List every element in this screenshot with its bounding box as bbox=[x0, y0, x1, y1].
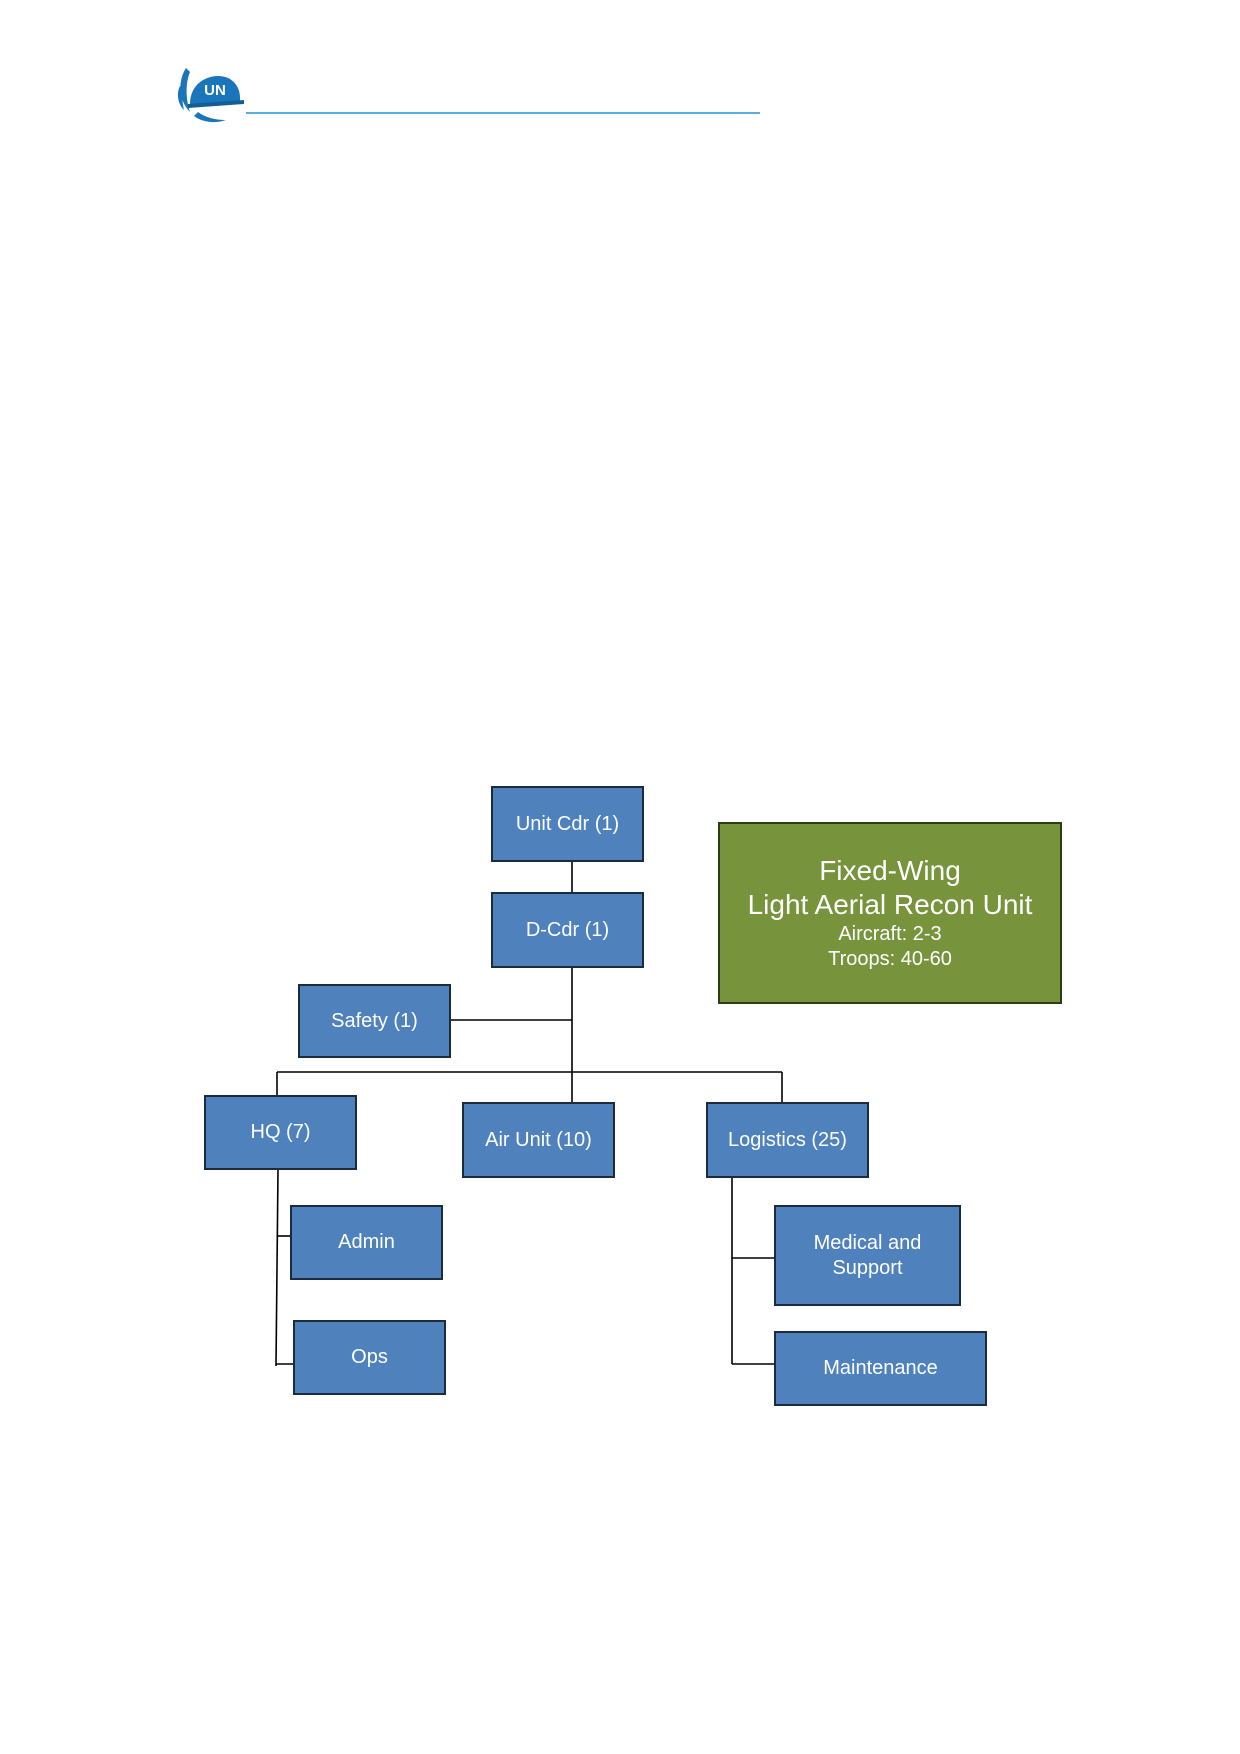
un-logo: UN bbox=[177, 68, 244, 123]
unit-troops-count: Troops: 40-60 bbox=[828, 948, 952, 970]
node-logistics: Logistics (25) bbox=[706, 1102, 869, 1178]
unit-title-line2: Light Aerial Recon Unit bbox=[747, 889, 1033, 920]
unit-aircraft-count: Aircraft: 2-3 bbox=[838, 923, 942, 945]
helmet-icon bbox=[188, 76, 244, 108]
node-hq: HQ (7) bbox=[204, 1095, 357, 1170]
node-air-unit: Air Unit (10) bbox=[462, 1102, 615, 1178]
node-medical-support: Medical and Support bbox=[774, 1205, 961, 1306]
node-unit-cdr: Unit Cdr (1) bbox=[491, 786, 644, 862]
connector-hq-children bbox=[275, 1169, 279, 1367]
unit-title-box: Fixed-Wing Light Aerial Recon Unit Aircr… bbox=[718, 822, 1062, 1004]
node-maintenance: Maintenance bbox=[774, 1331, 987, 1406]
un-logo-text: UN bbox=[204, 82, 226, 99]
node-ops: Ops bbox=[293, 1320, 446, 1395]
unit-title-line1: Fixed-Wing bbox=[819, 855, 961, 886]
laurel-icon bbox=[177, 68, 226, 123]
node-d-cdr: D-Cdr (1) bbox=[491, 892, 644, 968]
node-admin: Admin bbox=[290, 1205, 443, 1280]
node-safety: Safety (1) bbox=[298, 984, 451, 1058]
header-rule bbox=[246, 112, 760, 114]
